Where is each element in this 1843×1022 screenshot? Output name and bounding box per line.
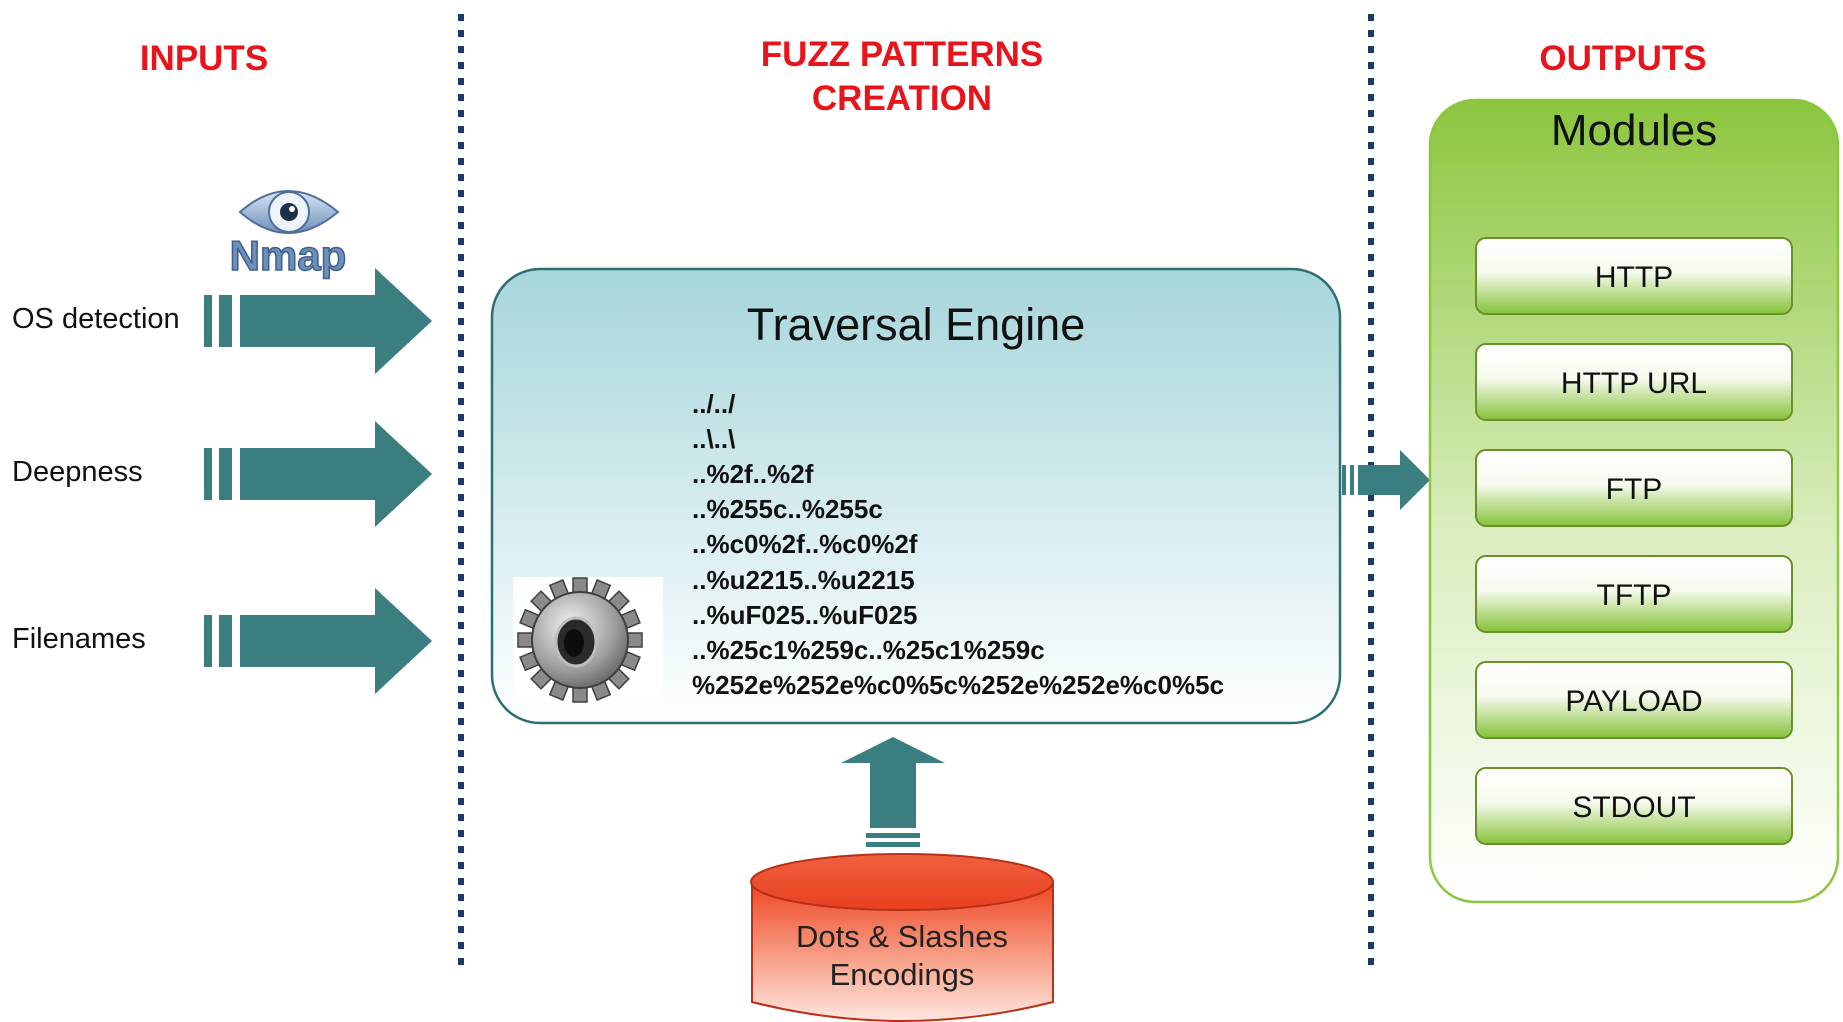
arrow-filenames (204, 588, 432, 694)
arrow-os-detection (204, 268, 432, 374)
input-os-detection: OS detection (12, 303, 180, 335)
pattern-item: %252e%252e%c0%5c%252e%252e%c0%5c (692, 670, 1224, 700)
gear-icon (513, 577, 663, 703)
nmap-logo-text: Nmap (230, 232, 347, 279)
module-http[interactable]: HTTP (1475, 237, 1793, 315)
pattern-item: ..%uF025..%uF025 (692, 600, 917, 630)
eye-icon (238, 190, 340, 234)
nmap-logo: Nmap (229, 190, 347, 280)
pattern-item: ..%u2215..%u2215 (692, 565, 915, 595)
input-filenames: Filenames (12, 623, 146, 655)
heading-inputs: INPUTS (140, 39, 268, 78)
arrow-engine-to-modules (1342, 450, 1430, 510)
module-stdout[interactable]: STDOUT (1475, 767, 1793, 845)
pattern-item: ..%25c1%259c..%25c1%259c (692, 635, 1045, 665)
module-ftp[interactable]: FTP (1475, 449, 1793, 527)
encodings-database: Dots & Slashes Encodings (750, 853, 1054, 1022)
module-tftp[interactable]: TFTP (1475, 555, 1793, 633)
database-label-line2: Encodings (830, 957, 975, 992)
pattern-item: ..%255c..%255c (692, 494, 883, 524)
module-label: STDOUT (1572, 791, 1695, 824)
pattern-item: ..\..\ (692, 424, 735, 454)
arrow-deepness (204, 421, 432, 527)
input-deepness: Deepness (12, 456, 143, 488)
arrow-database-to-engine (841, 737, 945, 847)
pattern-list: ../../ ..\..\ ..%2f..%2f ..%255c..%255c … (692, 389, 1224, 700)
module-payload[interactable]: PAYLOAD (1475, 661, 1793, 739)
pattern-item: ..%c0%2f..%c0%2f (692, 529, 918, 559)
heading-fuzz-line1: FUZZ PATTERNS (761, 35, 1044, 74)
heading-fuzz-line2: CREATION (812, 79, 992, 118)
traversal-engine-title: Traversal Engine (747, 299, 1086, 350)
database-label-line1: Dots & Slashes (796, 919, 1008, 954)
module-http-url[interactable]: HTTP URL (1475, 343, 1793, 421)
module-label: HTTP URL (1561, 367, 1707, 400)
module-label: FTP (1606, 473, 1663, 506)
modules-title: Modules (1551, 106, 1717, 155)
traversal-engine-box (490, 267, 1342, 725)
pattern-item: ..%2f..%2f (692, 459, 814, 489)
pattern-item: ../../ (692, 389, 735, 419)
module-label: PAYLOAD (1565, 685, 1702, 718)
module-label: TFTP (1597, 579, 1672, 612)
heading-outputs: OUTPUTS (1539, 39, 1706, 78)
module-label: HTTP (1595, 261, 1673, 294)
